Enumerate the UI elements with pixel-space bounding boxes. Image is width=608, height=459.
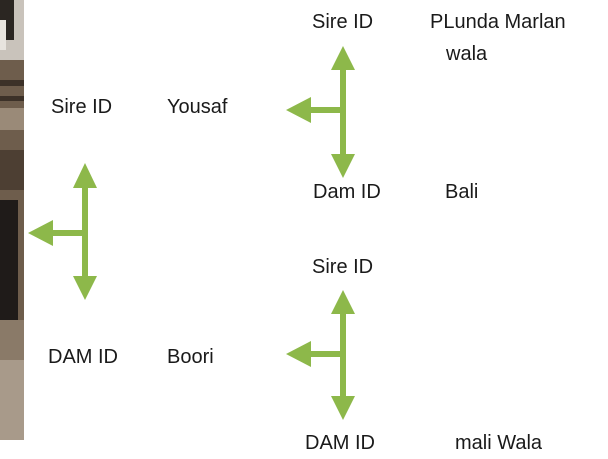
parent-dam-label: DAM ID (48, 346, 118, 368)
paternal-connector-arrow (286, 46, 355, 178)
maternal-granddam-label: DAM ID (305, 432, 375, 454)
paternal-grandsire-name-line2: wala (446, 43, 488, 65)
parent-dam-name: Boori (167, 346, 214, 368)
maternal-granddam-name: mali Wala (455, 432, 543, 454)
maternal-connector-arrow (286, 290, 355, 420)
parent-sire-name: Yousaf (167, 96, 228, 118)
paternal-granddam-label: Dam ID (313, 181, 381, 203)
paternal-grandsire-name-line1: PLunda Marlan (430, 11, 566, 33)
parents-connector-arrow (28, 163, 97, 300)
maternal-grandsire-label: Sire ID (312, 256, 374, 278)
parent-sire-label: Sire ID (51, 96, 113, 118)
cattle-photo (0, 0, 24, 440)
paternal-grandsire-label: Sire ID (312, 11, 374, 33)
paternal-granddam-name: Bali (445, 181, 479, 203)
